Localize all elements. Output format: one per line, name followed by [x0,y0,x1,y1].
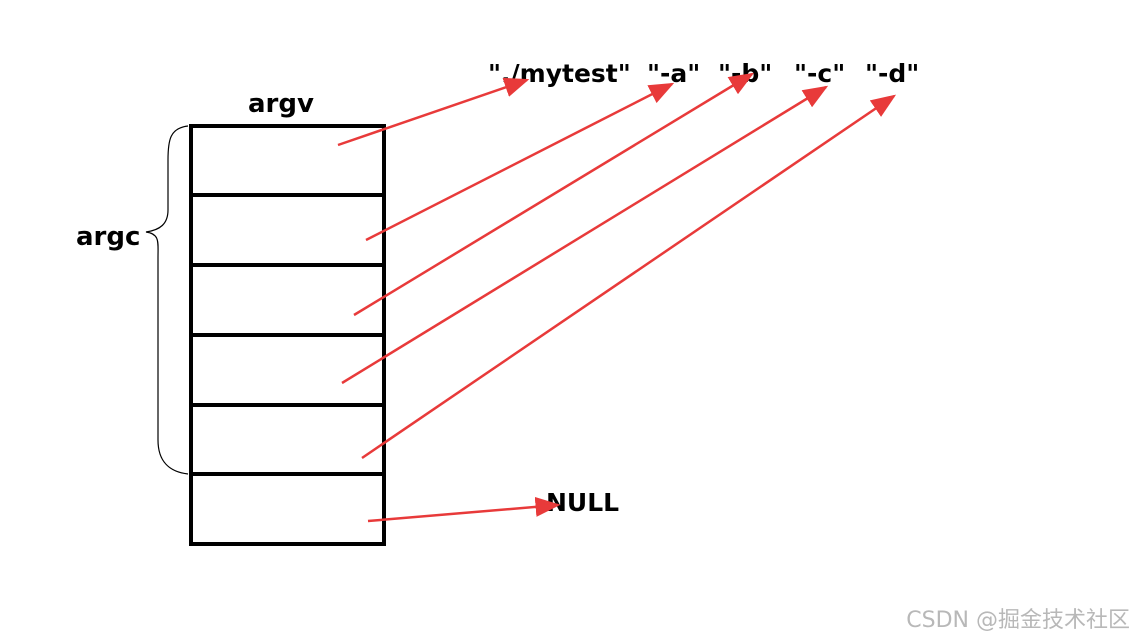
pointer-arrows [337,72,897,523]
argv-array [189,124,386,546]
string-label-2: "-b" [718,59,772,88]
argv-cell [189,263,386,337]
string-label-1: "-a" [647,59,700,88]
watermark: CSDN @掘金技术社区 [906,608,1130,633]
argc-label: argc [76,222,140,252]
arrow-argv0 [337,77,530,147]
argv-cell [189,193,386,267]
argv-cell [189,472,386,546]
argv-label: argv [248,89,314,119]
arrow-argv2 [353,72,755,317]
argv-cell [189,403,386,476]
argv-cell [189,333,386,407]
string-label-4: "-d" [865,59,919,88]
string-label-0: "./mytest" [488,59,631,88]
argv-cell [189,124,386,197]
arrow-argv1 [365,82,675,242]
arrow-argv4 [361,94,897,460]
arrow-argv5-null [367,496,561,523]
arrow-argv3 [341,85,829,385]
null-label: NULL [546,488,619,517]
string-label-3: "-c" [794,59,845,88]
argc-brace [145,125,189,475]
